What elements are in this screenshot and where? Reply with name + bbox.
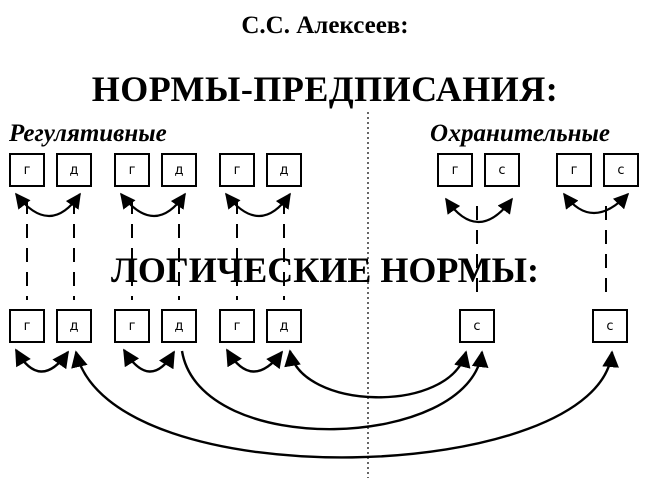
arc-top-3 — [225, 192, 291, 218]
main-heading: НОРМЫ-ПРЕДПИСАНИЯ: — [91, 69, 559, 109]
top-box-g5: г — [556, 153, 592, 187]
bottom-box-s1: с — [459, 309, 495, 343]
arc-top-4 — [445, 197, 513, 224]
bottom-box-d3: д — [266, 309, 302, 343]
arc-top-2 — [120, 192, 186, 218]
top-box-d3: д — [266, 153, 302, 187]
top-box-d1: д — [56, 153, 92, 187]
arc-long-d1-s2 — [71, 350, 619, 459]
group-label-regulative: Регулятивные — [9, 120, 167, 147]
bottom-box-g1: г — [9, 309, 45, 343]
arc-bottom-1 — [14, 348, 69, 373]
arc-bottom-3 — [225, 348, 284, 373]
top-box-s2: с — [603, 153, 639, 187]
logical-heading: ЛОГИЧЕСКИЕ НОРМЫ: — [111, 250, 539, 290]
arc-bottom-2 — [122, 348, 176, 373]
arc-top-5 — [563, 192, 630, 215]
bottom-box-g2: г — [114, 309, 150, 343]
bottom-box-g3: г — [219, 309, 255, 343]
top-box-g3: г — [219, 153, 255, 187]
top-box-g2: г — [114, 153, 150, 187]
author-title: С.С. Алексеев: — [241, 12, 409, 39]
group-label-protective: Охранительные — [430, 120, 610, 147]
bottom-box-d2: д — [161, 309, 197, 343]
arc-long-d3-s1 — [284, 349, 471, 399]
top-box-d2: д — [161, 153, 197, 187]
arc-long-d2-s1 — [180, 350, 489, 431]
top-box-g4: г — [437, 153, 473, 187]
bottom-box-d1: д — [56, 309, 92, 343]
top-box-g1: г — [9, 153, 45, 187]
arc-top-1 — [15, 192, 81, 218]
bottom-box-s2: с — [592, 309, 628, 343]
top-box-s1: с — [484, 153, 520, 187]
